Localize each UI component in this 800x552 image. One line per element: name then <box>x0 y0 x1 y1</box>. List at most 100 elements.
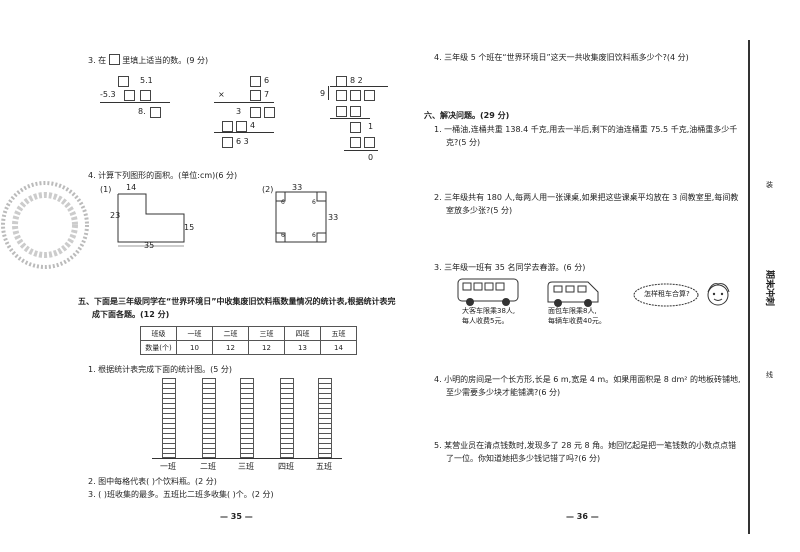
chart-x-label: 二班 <box>200 462 216 471</box>
corner-label: 6 <box>281 232 285 239</box>
blank-box[interactable] <box>250 107 261 118</box>
table-header: 班级 <box>140 326 177 341</box>
blank-box[interactable] <box>236 121 247 132</box>
table-cell: 10 <box>176 340 213 355</box>
blank-box[interactable] <box>250 90 261 101</box>
remainder: 0 <box>368 153 374 162</box>
digit: 1 <box>368 122 374 131</box>
table-header: 四班 <box>284 326 321 341</box>
divisor: 9 <box>320 89 326 98</box>
chart-column[interactable] <box>162 378 176 458</box>
figure-label: (1) <box>100 185 112 194</box>
blank-box[interactable] <box>140 90 151 101</box>
chart-column[interactable] <box>318 378 332 458</box>
problem-5: 5. 某营业员在清点钱数时,发现多了 28 元 8 角。她回忆起是把一笔钱数的小… <box>434 441 737 450</box>
quotient-digits: 8 2 <box>350 76 363 85</box>
chart-column[interactable] <box>280 378 294 458</box>
problem-1-cont: 克?(5 分) <box>446 138 481 147</box>
blank-box[interactable] <box>364 90 375 101</box>
corner-label: 6 <box>312 232 316 239</box>
problem-2-cont: 室放多少张?(5 分) <box>446 206 513 215</box>
problem-4: 4. 小明的房间是一个长方形,长是 6 m,宽是 4 m。如果用面积是 8 dm… <box>434 375 741 384</box>
problem-2: 2. 三年级共有 180 人,每两人用一张课桌,如果把这些课桌平均放在 3 间教… <box>434 193 739 202</box>
table-cell: 14 <box>320 340 357 355</box>
blank-box[interactable] <box>350 122 361 133</box>
digit: 4 <box>250 121 256 130</box>
dim-label: 15 <box>184 223 195 232</box>
blank-box[interactable] <box>222 137 233 148</box>
table-cell: 12 <box>248 340 285 355</box>
times-sign: × <box>218 90 225 99</box>
corner-label: 6 <box>312 199 316 206</box>
table-header: 一班 <box>176 326 213 341</box>
section-6-title: 六、解决问题。(29 分) <box>424 111 510 120</box>
division-bar <box>330 86 388 87</box>
van-info: 每辆车收费40元。 <box>548 317 606 325</box>
calc-line <box>214 102 274 103</box>
calc-line <box>214 132 274 133</box>
blank-box[interactable] <box>350 137 361 148</box>
confidential-stamp-icon <box>1 181 89 269</box>
binding-mark: 装 <box>766 181 773 189</box>
blank-box[interactable] <box>222 121 233 132</box>
page-number-right: — 36 — <box>566 512 599 521</box>
blank-box[interactable] <box>350 90 361 101</box>
table-cell: 13 <box>284 340 321 355</box>
blank-box[interactable] <box>264 107 275 118</box>
q5-sub3: 3. ( )班收集的最多。五班比二班多收集( )个。(2 分) <box>88 490 274 499</box>
dim-label: 14 <box>126 183 137 192</box>
blank-box[interactable] <box>118 76 129 87</box>
digit: 7 <box>264 90 270 99</box>
stats-table: 班级 一班 二班 三班 四班 五班 数量(个) 10 12 12 13 14 <box>140 326 357 355</box>
q5-title-line2: 成下面各题。(12 分) <box>92 310 170 319</box>
table-header: 二班 <box>212 326 249 341</box>
calc-line <box>344 150 378 151</box>
problem-3: 3. 三年级一班有 35 名同学去春游。(6 分) <box>434 263 586 272</box>
cut-corner-square-figure <box>275 191 327 243</box>
table-header: 五班 <box>320 326 357 341</box>
blank-box[interactable] <box>336 90 347 101</box>
digits-row: -5.3 <box>100 90 116 99</box>
calc-line <box>100 102 170 103</box>
blank-box[interactable] <box>250 76 261 87</box>
van-icon <box>547 281 599 307</box>
q5-sub2: 2. 图中每格代表( )个饮料瓶。(2 分) <box>88 477 217 486</box>
chart-x-label: 五班 <box>316 462 332 471</box>
corner-label: 6 <box>281 199 285 206</box>
brand-logo-text: 期末冲刺 <box>764 270 774 307</box>
dim-label: 35 <box>144 241 155 250</box>
digits-row: 8. <box>138 107 146 116</box>
table-cell: 12 <box>212 340 249 355</box>
q3-title: 3. 在 里填上适当的数。(9 分) <box>88 54 209 65</box>
blank-box-example <box>108 54 120 65</box>
problem-1: 1. 一桶油,连桶共重 138.4 千克,用去一半后,剩下的油连桶重 75.5 … <box>434 125 738 134</box>
chart-x-label: 一班 <box>160 462 176 471</box>
dim-label: 23 <box>110 211 121 220</box>
bus-info: 大客车限乘38人, <box>462 307 516 315</box>
table-cell: 数量(个) <box>140 340 177 355</box>
table-header: 三班 <box>248 326 285 341</box>
q5-title: 五、下面是三年级同学在“世界环境日”中收集废旧饮料瓶数量情况的统计表,根据统计表… <box>78 297 396 306</box>
blank-box[interactable] <box>150 107 161 118</box>
bus-info: 每人收费5元。 <box>462 317 509 325</box>
chart-x-label: 四班 <box>278 462 294 471</box>
problem-4-cont: 至少需要多少块才能铺满?(6 分) <box>446 388 561 397</box>
figure-label: (2) <box>262 185 274 194</box>
chart-column[interactable] <box>240 378 254 458</box>
page-number-left: — 35 — <box>220 512 253 521</box>
child-face-icon <box>707 283 730 306</box>
digit: 6 <box>264 76 270 85</box>
blank-box[interactable] <box>124 90 135 101</box>
bus-icon <box>457 278 519 306</box>
problem-5-cont: 了一位。你知道她把多少钱记错了吗?(6 分) <box>446 454 601 463</box>
division-bracket <box>328 86 329 100</box>
blank-box[interactable] <box>364 137 375 148</box>
q4-title: 4. 计算下列图形的面积。(单位:cm)(6 分) <box>88 171 238 180</box>
digit: 3 <box>236 107 242 116</box>
blank-box[interactable] <box>336 106 347 117</box>
chart-column[interactable] <box>202 378 216 458</box>
l-shape-figure <box>117 193 185 247</box>
digits-row: 5.1 <box>140 76 153 85</box>
blank-box[interactable] <box>350 106 361 117</box>
table-header-row: 班级 一班 二班 三班 四班 五班 <box>140 326 357 341</box>
